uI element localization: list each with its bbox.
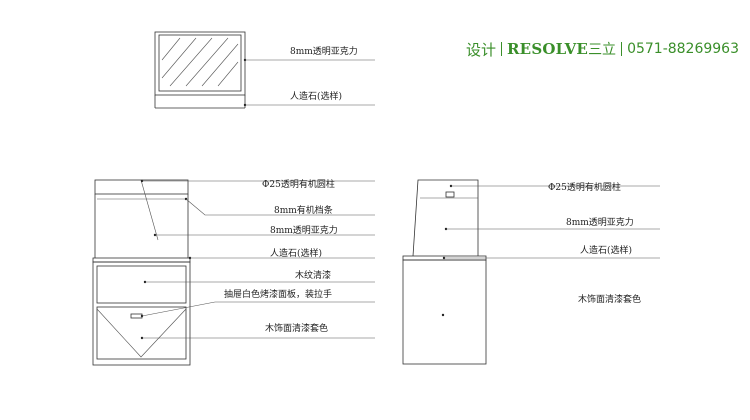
front-callout-veneer: 木饰面清漆套色 [265,322,328,334]
top-acrylic-outer-frame [154,31,246,96]
brand-divider [501,42,503,56]
brand-design-label: 设计 [466,40,497,59]
brand-phone: 0571-88269963 [627,41,740,57]
front-door-panel [96,306,187,360]
front-callout-woodgrain: 木纹清漆 [295,269,331,281]
front-view-cabinet [92,179,375,366]
front-glass-diagonal [140,179,159,241]
side-acrylic-outline [412,179,479,257]
brand-name: RESOLVE [507,40,589,58]
front-drawer-panel [96,265,187,304]
side-cylinder-profile [445,191,455,198]
front-leader-6 [141,301,375,317]
brand-chinese-name: 三立 [588,42,617,58]
side-lower-cabinet [402,259,487,365]
side-leader-dot-4 [441,313,445,317]
front-callout-cylinder: Φ25透明有机圆柱 [262,178,335,190]
side-view-cabinet [402,179,660,365]
front-callout-strip: 8mm有机档条 [274,204,333,216]
brand-divider-2 [621,42,623,56]
top-glass-hatch [161,37,239,87]
top-acrylic-inner-frame [158,34,242,92]
front-leader-2 [185,198,375,216]
side-callout-acrylic: 8mm透明亚克力 [566,216,634,228]
front-callout-drawer: 抽屉白色烤漆面板，装拉手 [224,288,332,300]
front-door-swing-mark [96,308,187,358]
top-view-cabinet [154,31,375,109]
front-stone-top [92,257,191,263]
top-callout-acrylic: 8mm透明亚克力 [290,45,358,57]
front-drawer-handle [130,313,143,319]
side-callout-cylinder: Φ25透明有机圆柱 [548,181,621,193]
front-callout-acrylic: 8mm透明亚克力 [270,224,338,236]
front-callout-stone: 人造石(选样) [270,247,322,259]
top-callout-stone: 人造石(选样) [290,90,342,102]
side-callout-veneer: 木饰面清漆套色 [578,293,641,305]
front-lower-cabinet [92,261,191,366]
brand-logo: 设计 RESOLVE 三立 0571-88269963 [466,38,739,60]
side-callout-stone: 人造石(选样) [580,244,632,256]
